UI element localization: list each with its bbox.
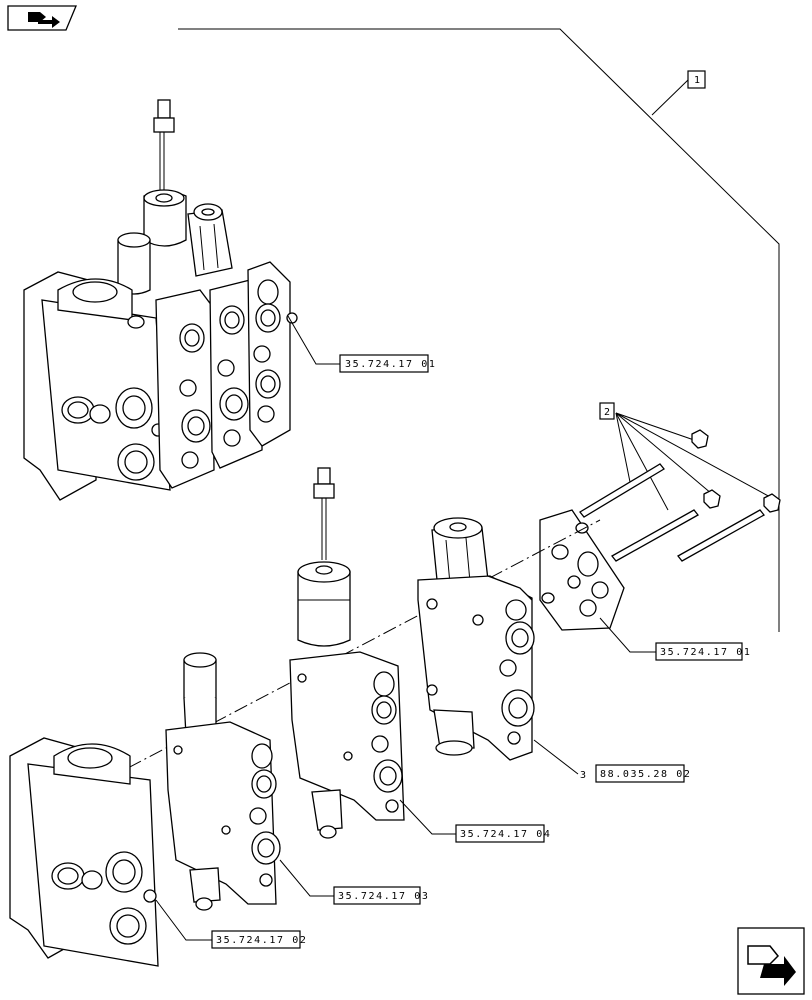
ref-box-6[interactable]: 35.724.17 02	[211, 930, 307, 949]
upper-valve-assembly	[23, 99, 298, 501]
leader-ref5	[279, 859, 334, 897]
tie-rods	[579, 429, 781, 562]
leader-item1	[651, 79, 689, 116]
callout-item2-text: 2	[604, 407, 610, 418]
callout-item3: 3	[580, 770, 586, 781]
ref-label-6: 35.724.17 02	[216, 935, 307, 946]
leader-ref2	[599, 617, 656, 653]
leader-ref3	[533, 739, 579, 775]
ref-box-3[interactable]: 88.035.28 02	[595, 764, 691, 783]
end-plate	[539, 509, 625, 631]
ref-label-2: 35.724.17 01	[660, 647, 751, 658]
assembly-bracket-line	[178, 28, 780, 632]
valve-section-3	[417, 517, 535, 761]
ref-label-3: 88.035.28 02	[600, 769, 691, 780]
ref-label-4: 35.724.17 04	[460, 829, 551, 840]
valve-section-4	[289, 467, 405, 839]
callout-item1: 1	[687, 70, 706, 89]
ref-box-4[interactable]: 35.724.17 04	[455, 824, 551, 843]
ref-label-1: 35.724.17 01	[345, 359, 436, 370]
ref-box-1[interactable]: 35.724.17 01	[339, 354, 436, 373]
ref-box-5[interactable]: 35.724.17 03	[333, 886, 429, 905]
callout-item1-text: 1	[694, 75, 700, 86]
back-arrow-icon[interactable]	[7, 5, 77, 31]
inlet-block-lower	[9, 737, 159, 967]
ref-label-5: 35.724.17 03	[338, 891, 429, 902]
ref-box-2[interactable]: 35.724.17 01	[655, 642, 751, 661]
next-page-arrow-icon[interactable]	[737, 927, 805, 995]
callout-item2: 2	[599, 402, 615, 420]
valve-section-3b	[165, 652, 281, 911]
leader-ref4	[399, 799, 456, 835]
leader-ref1	[287, 315, 340, 365]
leader-ref6	[155, 899, 212, 941]
